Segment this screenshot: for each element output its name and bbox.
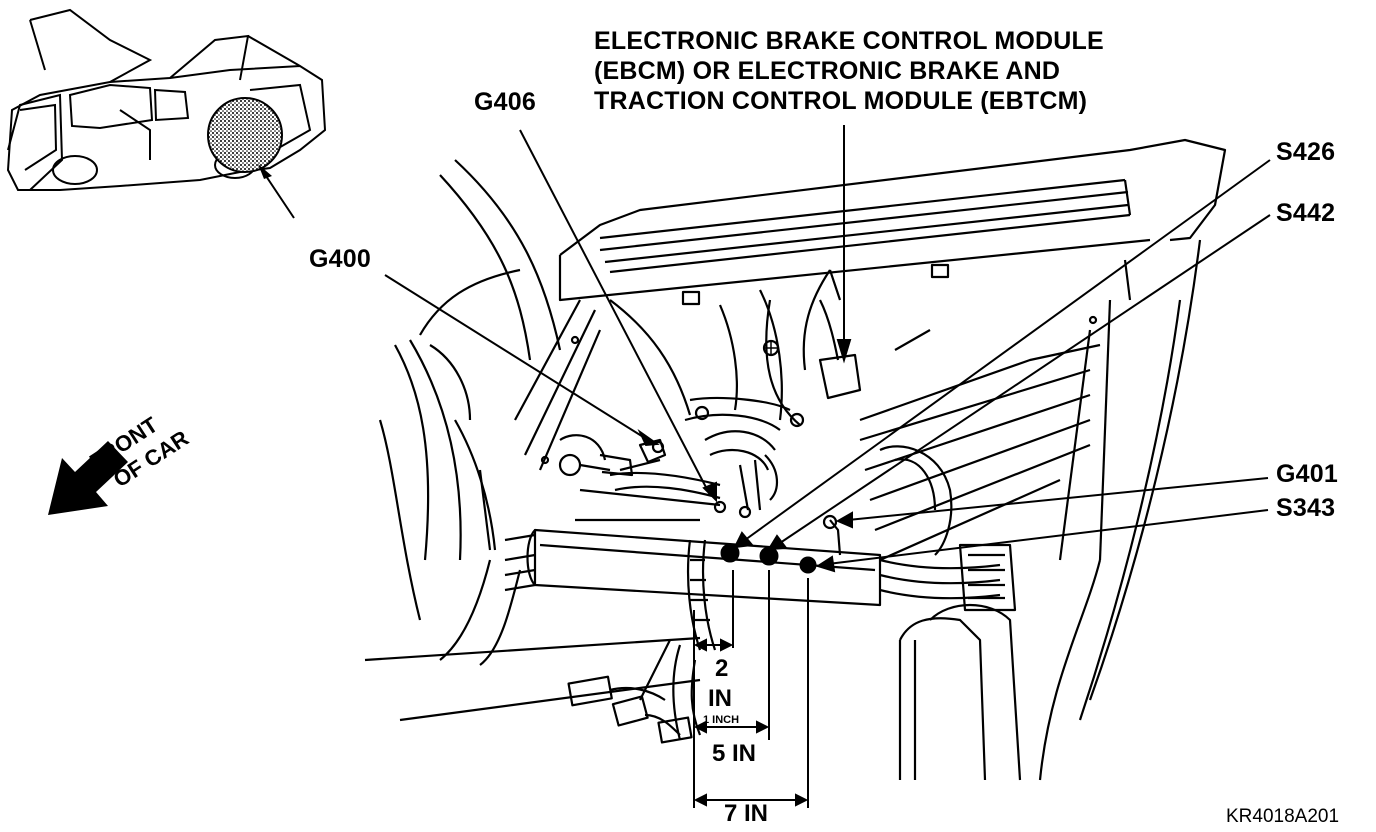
dimension-lines — [693, 570, 809, 808]
ebcm-label-line2: (EBCM) OR ELECTRONIC BRAKE AND — [594, 57, 1061, 85]
s442-label: S442 — [1276, 199, 1336, 227]
s343-splice-dot — [799, 556, 817, 574]
s426-splice-dot — [720, 543, 740, 563]
ebcm-label-line3: TRACTION CONTROL MODULE (EBTCM) — [594, 87, 1088, 115]
trunk-interior-drawing — [364, 138, 1227, 781]
g406-label: G406 — [474, 88, 536, 116]
ebcm-label-line1: ELECTRONIC BRAKE CONTROL MODULE — [594, 27, 1104, 55]
locator-arrow — [261, 169, 295, 219]
locator-arrowhead — [258, 164, 272, 179]
g400-label: G400 — [309, 245, 371, 273]
figure-code: KR4018A201 — [1226, 806, 1340, 827]
s343-label: S343 — [1276, 494, 1336, 522]
g401-label: G401 — [1276, 460, 1338, 488]
locator-highlight-circle — [207, 97, 283, 173]
car-locator-thumbnail — [6, 8, 327, 191]
dimension-small-note: 1 INCH — [703, 714, 740, 726]
s426-label: S426 — [1276, 138, 1336, 166]
dimension-7-in: 7 IN — [724, 800, 769, 827]
front-of-car-arrow — [48, 441, 128, 515]
leader-lines — [384, 125, 1271, 573]
dimension-2-unit: IN — [708, 685, 732, 712]
dimension-5-in: 5 IN — [712, 740, 757, 767]
dimension-2-value: 2 — [715, 655, 729, 682]
s442-splice-dot — [759, 546, 779, 566]
ebcm-module-label: ELECTRONIC BRAKE CONTROL MODULE (EBCM) O… — [594, 26, 1104, 116]
splice-points — [720, 543, 817, 574]
